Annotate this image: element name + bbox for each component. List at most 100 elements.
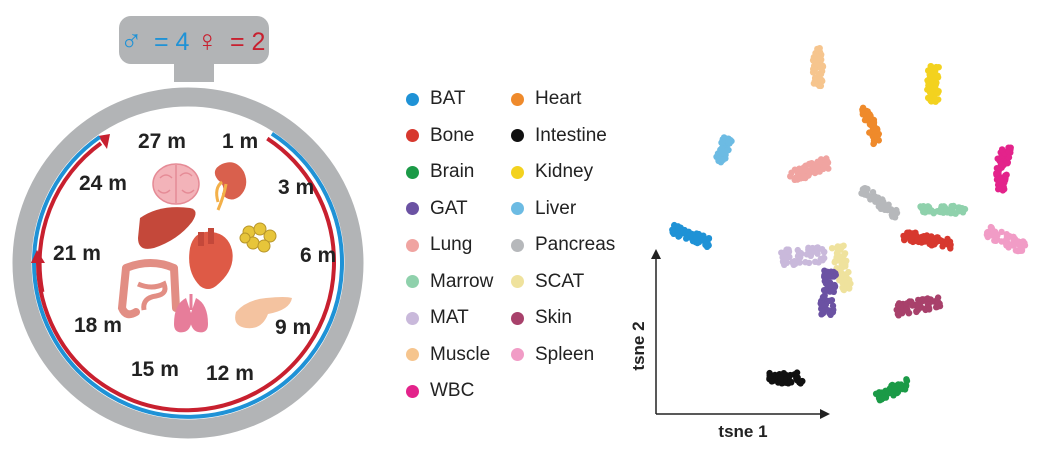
legend-swatch	[406, 311, 419, 325]
legend-item: BAT	[406, 86, 466, 112]
scatter-point	[879, 394, 886, 402]
intestine-icon	[117, 259, 180, 319]
scatter-point	[798, 377, 806, 385]
scatter-point	[872, 390, 880, 397]
legend-swatch	[406, 165, 419, 179]
scatter-point	[915, 300, 923, 308]
timepoint-label: 1 m	[222, 130, 258, 153]
scatter-point	[702, 241, 709, 249]
scatter-point	[948, 203, 955, 210]
scatter-point	[826, 273, 833, 280]
cluster-lung	[787, 155, 832, 183]
legend-swatch	[406, 275, 419, 288]
lung-icon	[174, 294, 208, 333]
legend-item: Spleen	[511, 342, 594, 368]
legend-label: Brain	[430, 161, 475, 182]
scatter-point	[1016, 247, 1024, 254]
timepoint-label: 18 m	[74, 314, 122, 337]
scatter-point	[799, 167, 806, 174]
legend-item: WBC	[406, 378, 474, 404]
scatter-point	[788, 169, 795, 176]
scatter-point	[822, 287, 830, 294]
legend-label: Marrow	[430, 270, 494, 292]
y-axis-label: tsne 2	[629, 321, 648, 370]
female-symbol: ♀	[196, 25, 219, 58]
scatter-point	[796, 259, 803, 266]
scatter-point	[795, 249, 803, 257]
female-arrowhead-left	[31, 250, 45, 263]
cluster-bat	[669, 221, 713, 250]
scatter-point	[813, 168, 820, 175]
scatter-point	[914, 237, 921, 244]
timepoint-label: 24 m	[79, 172, 127, 195]
cluster-liver	[713, 134, 735, 166]
timepoint-label: 21 m	[53, 242, 101, 265]
scatter-point	[812, 75, 819, 82]
scatter-point	[866, 129, 873, 136]
legend-item: Pancreas	[511, 232, 615, 258]
timepoint-label: 3 m	[278, 176, 314, 199]
brain-icon	[152, 163, 200, 205]
scatter-point	[875, 199, 882, 206]
scatter-point	[935, 63, 942, 71]
scatter-point	[780, 370, 787, 377]
scatter-point	[994, 236, 1001, 243]
pancreas-icon	[235, 297, 292, 329]
female-count: = 2	[230, 28, 265, 56]
cluster-bone	[900, 229, 954, 252]
scatter-point	[824, 268, 831, 275]
legend-swatch	[511, 311, 524, 325]
scatter-point	[787, 378, 794, 385]
male-arc-left	[32, 135, 101, 264]
scatter-point	[993, 170, 1000, 177]
scatter-point	[813, 61, 821, 68]
scatter-point	[943, 206, 950, 213]
scatter-point	[870, 140, 878, 147]
legend-label: Lung	[430, 234, 473, 255]
legend-label: Bone	[430, 124, 475, 146]
scatter-point	[955, 208, 962, 215]
scatter-point	[885, 201, 892, 208]
tsne-scatter	[669, 45, 1029, 404]
scatter-point	[816, 45, 823, 52]
legend-item: SCAT	[511, 269, 584, 295]
scatter-point	[907, 298, 915, 305]
legend-label: Muscle	[430, 343, 491, 365]
scatter-point	[792, 174, 799, 182]
scatter-point	[826, 297, 833, 304]
scatter-point	[937, 208, 944, 216]
scatter-point	[998, 146, 1006, 153]
scatter-point	[723, 147, 731, 154]
cluster-marrow	[917, 202, 969, 217]
timeline-ring	[12, 87, 364, 439]
scatter-point	[931, 85, 938, 92]
cluster-muscle	[809, 45, 827, 90]
scatter-point	[924, 86, 931, 93]
scatter-point	[904, 229, 911, 236]
scatter-point	[719, 156, 727, 164]
cluster-skin	[893, 294, 944, 319]
scatter-point	[809, 57, 817, 64]
cluster-heart	[859, 104, 882, 148]
scatter-point	[927, 91, 934, 98]
scatter-point	[833, 254, 841, 261]
scatter-point	[859, 187, 867, 194]
scatter-point	[844, 280, 852, 287]
legend-label: Intestine	[535, 124, 607, 146]
timepoint-label: 6 m	[300, 244, 336, 267]
ring-track	[12, 87, 364, 439]
scatter-point	[819, 293, 827, 301]
scatter-point	[920, 235, 927, 242]
scatter-point	[1004, 160, 1011, 167]
scatter-point	[939, 243, 946, 250]
scatter-point	[1003, 231, 1010, 238]
scatter-point	[934, 72, 941, 79]
scatter-point	[914, 305, 922, 312]
scatter-point	[995, 185, 1003, 192]
scatter-point	[812, 258, 819, 265]
scatter-point	[933, 79, 940, 87]
cluster-pancreas	[858, 185, 901, 221]
scatter-point	[840, 286, 848, 294]
legend-swatch	[511, 238, 524, 252]
tsne-axes: tsne 1 tsne 2	[629, 249, 830, 441]
